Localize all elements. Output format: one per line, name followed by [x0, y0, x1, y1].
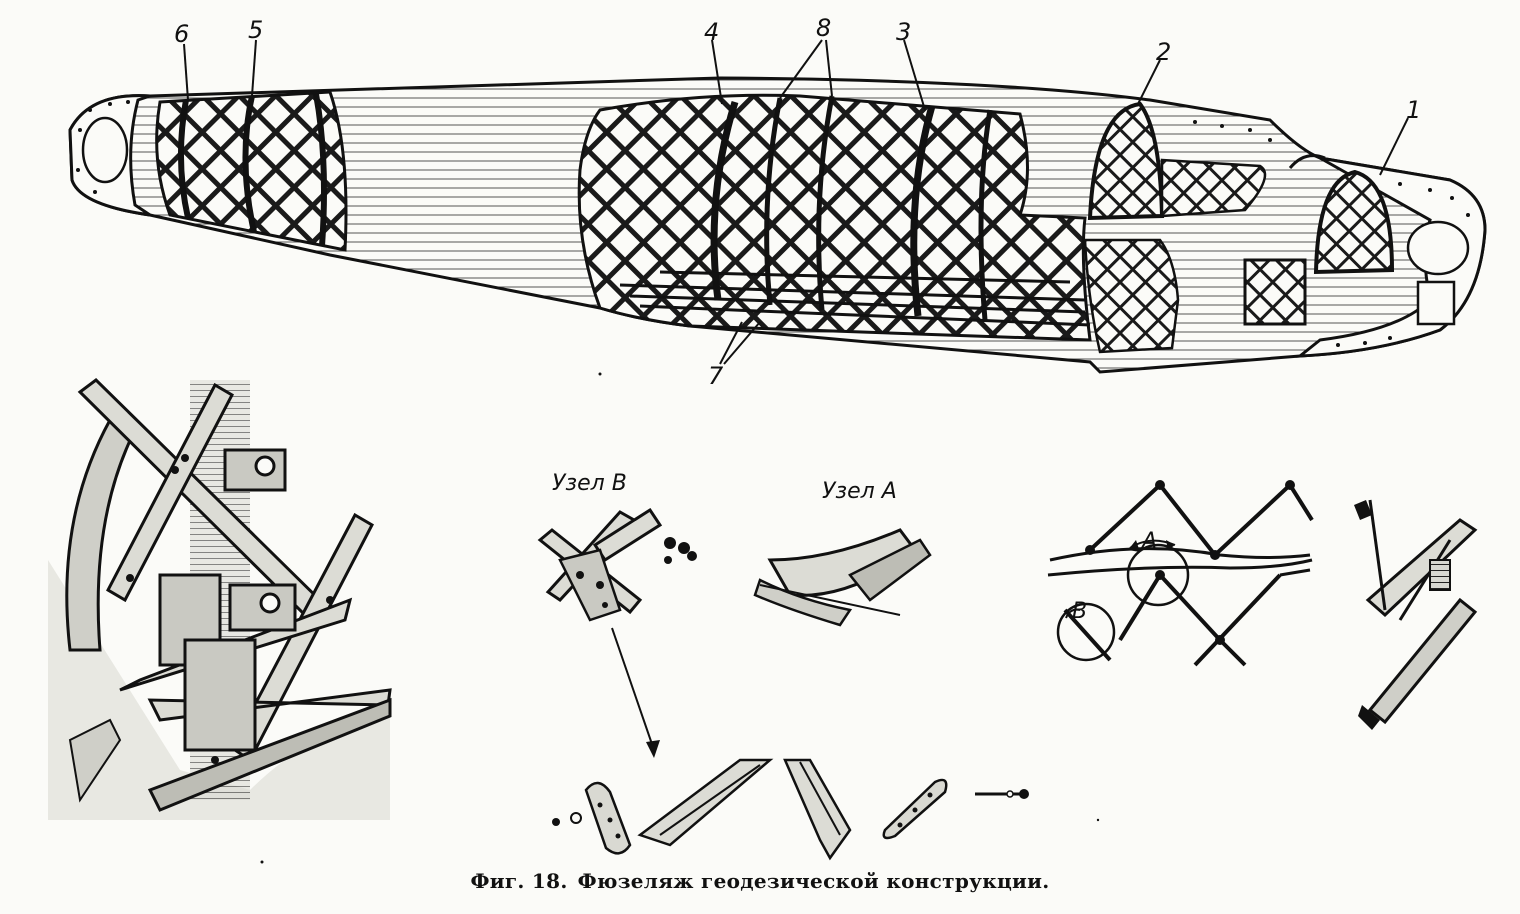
gusset-plate-1 — [584, 781, 632, 855]
marker-a-label: A — [1140, 529, 1157, 554]
tail-rivets — [76, 100, 130, 194]
longeron-section — [1354, 499, 1478, 730]
cockpit-lattice — [1160, 158, 1267, 218]
nose-window — [1416, 280, 1456, 326]
detail-node-photo — [48, 378, 392, 820]
nose-opening — [1406, 220, 1470, 276]
nose-rivets — [1193, 120, 1470, 347]
callout-8: 8 — [816, 14, 831, 42]
callout-leaders — [183, 39, 1409, 365]
fitting-brackets — [158, 448, 297, 752]
canopy-edge — [1288, 154, 1326, 169]
lower-window-lattice — [1243, 258, 1307, 326]
rear-lattice-section — [155, 90, 348, 252]
marker-b-circle — [1056, 602, 1116, 662]
node-a-label: Узел А — [822, 479, 897, 504]
explode-arrow — [611, 627, 660, 758]
node-b-fastener — [664, 537, 697, 564]
diagonal-members — [77, 378, 392, 763]
side-opening — [1083, 238, 1180, 354]
node-a-detail — [753, 528, 932, 627]
frame-4 — [710, 100, 739, 301]
lower-longeron — [147, 697, 392, 812]
exploded-parts — [552, 758, 1029, 861]
lower-bracket — [68, 718, 122, 803]
callout-2: 2 — [1156, 38, 1171, 66]
geodesic-scheme — [1047, 480, 1314, 667]
frame-5 — [242, 95, 257, 233]
node-b-label: Узел В — [552, 471, 627, 496]
figure-caption: Фиг. 18. Фюзеляж геодезической конструкци… — [0, 869, 1520, 893]
frame-3 — [910, 105, 936, 317]
callout-numbers: 1 2 3 4 5 6 7 8 — [174, 14, 1421, 390]
callout-1: 1 — [1406, 96, 1421, 124]
bolt — [975, 789, 1029, 799]
print-specks — [260, 372, 1100, 864]
frame-8a — [764, 97, 783, 306]
callout-6: 6 — [174, 20, 189, 48]
rear-frame-edge — [313, 93, 327, 247]
frame-8b — [816, 95, 835, 311]
frame-1-arch — [1313, 169, 1395, 275]
node-b-detail — [537, 507, 697, 622]
curved-frame — [65, 418, 138, 652]
channel-member-2 — [783, 758, 852, 861]
washer-2 — [570, 812, 582, 824]
washer-1 — [552, 818, 560, 826]
callout-3: 3 — [896, 18, 911, 46]
floor-beams-7 — [619, 270, 1091, 327]
marker-b-label: B — [1072, 599, 1087, 624]
caption-prefix: Фиг. 18. — [470, 869, 568, 893]
callout-4: 4 — [704, 18, 719, 46]
tail-opening — [81, 116, 129, 184]
callout-7: 7 — [708, 362, 724, 390]
caption-title: Фюзеляж геодезической конструкции. — [577, 869, 1050, 893]
callout-5: 5 — [248, 16, 263, 44]
marker-a-circle — [1126, 543, 1190, 607]
frame-6 — [177, 99, 191, 219]
central-frame-edge — [978, 109, 993, 321]
fuselage-main-view — [68, 76, 1487, 374]
frame-2-arch — [1087, 101, 1165, 221]
